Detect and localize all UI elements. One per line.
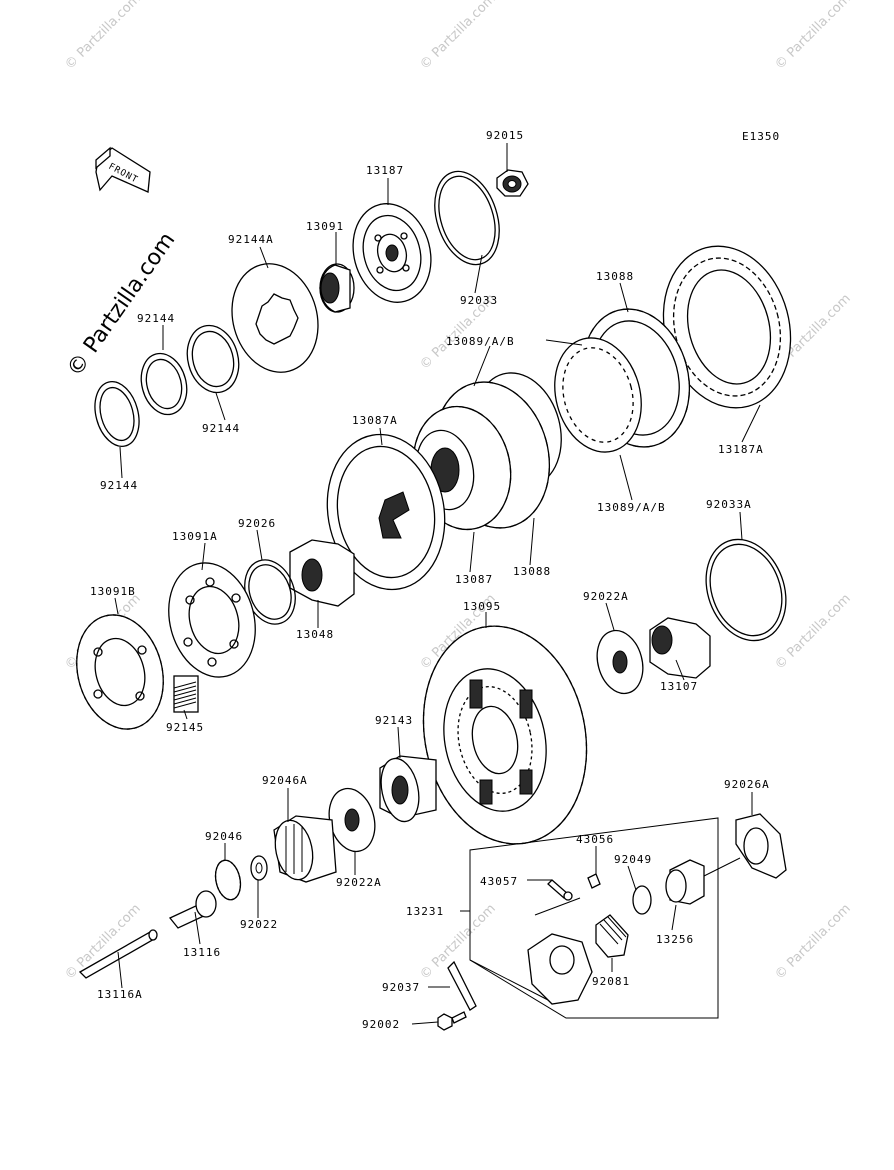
part-label: 92033A xyxy=(706,498,752,511)
bearing-13091 xyxy=(319,263,355,313)
collar-92143 xyxy=(379,755,437,823)
clamp-92037 xyxy=(447,960,477,1011)
collar-13107 xyxy=(649,617,711,679)
part-label: 92037 xyxy=(382,981,420,994)
part-label: 92049 xyxy=(614,853,652,866)
part-label: 92145 xyxy=(166,721,204,734)
part-label: 92144 xyxy=(137,312,175,325)
part-label: 13231 xyxy=(406,905,444,918)
washer-92022A-bottom xyxy=(328,787,376,853)
part-label: 43056 xyxy=(576,833,614,846)
watermark: © Partzilla.com xyxy=(772,901,854,983)
washer-92144-b xyxy=(140,352,188,416)
boot-92081 xyxy=(595,914,629,958)
part-label: 13187 xyxy=(366,164,404,177)
part-label: 13088 xyxy=(513,565,551,578)
part-label: 13091A xyxy=(172,530,218,543)
clutch-housing-13095 xyxy=(422,625,588,845)
plate-13091A xyxy=(168,562,256,678)
pressure-plate-13187 xyxy=(352,203,432,303)
part-label: 92015 xyxy=(486,129,524,142)
part-label: 92144A xyxy=(228,233,274,246)
watermark: © Partzilla.com xyxy=(772,591,854,673)
washer-92022 xyxy=(250,855,268,881)
part-label: 92022A xyxy=(583,590,629,603)
o-ring-92049 xyxy=(632,885,652,915)
part-label: 13107 xyxy=(660,680,698,693)
part-label: 92022 xyxy=(240,918,278,931)
washer-92144-a xyxy=(186,324,240,394)
part-label: 92144 xyxy=(100,479,138,492)
nut-92015 xyxy=(496,169,529,197)
part-label: 13089/A/B xyxy=(597,501,666,514)
washer-92144-c xyxy=(94,381,140,447)
part-label: 13095 xyxy=(463,600,501,613)
part-label: 13087A xyxy=(352,414,398,427)
part-label: 13116A xyxy=(97,988,143,1001)
part-label: 92022A xyxy=(336,876,382,889)
part-label: 13089/A/B xyxy=(446,335,515,348)
clutch-plate-13087A xyxy=(326,433,446,591)
part-label: 92002 xyxy=(362,1018,400,1031)
part-label: 13091 xyxy=(306,220,344,233)
diagram-code: E1350 xyxy=(742,130,780,143)
gasket-92026A xyxy=(735,813,787,879)
seal-13256 xyxy=(665,859,705,905)
leader-lines xyxy=(114,143,761,1025)
part-label: 92046 xyxy=(205,830,243,843)
release-cylinder-13231 xyxy=(527,933,593,1005)
part-label: 13087 xyxy=(455,573,493,586)
part-label: 92026 xyxy=(238,517,276,530)
bearing-92046 xyxy=(214,859,242,901)
part-label: 13088 xyxy=(596,270,634,283)
part-label: 92026A xyxy=(724,778,770,791)
part-label: 92144 xyxy=(202,422,240,435)
holder-13048 xyxy=(289,539,355,607)
steel-plate-13089-front xyxy=(554,337,642,453)
lever-43057 xyxy=(547,879,573,901)
brand-logo-text: © Partzilla.com xyxy=(62,228,180,381)
front-arrow-icon: FRONT xyxy=(95,146,151,193)
part-label: 13256 xyxy=(656,933,694,946)
push-rod-13116 xyxy=(168,890,217,929)
watermark: © Partzilla.com xyxy=(62,0,144,73)
part-label: 43057 xyxy=(480,875,518,888)
washer-plate-92144A xyxy=(231,263,319,373)
needle-bearing-92046A xyxy=(273,815,337,883)
part-label: 92143 xyxy=(375,714,413,727)
circlip-92033 xyxy=(434,170,500,266)
bolt-92002 xyxy=(437,1011,467,1031)
part-label: 13091B xyxy=(90,585,136,598)
plate-13091B xyxy=(76,614,164,730)
friction-plate-13187A xyxy=(662,245,792,409)
circlip-92033A xyxy=(705,538,787,642)
spring-92145 xyxy=(173,675,199,713)
washer-92022A-top xyxy=(596,629,644,695)
part-label: 13187A xyxy=(718,443,764,456)
watermark: © Partzilla.com xyxy=(417,0,499,73)
watermark: © Partzilla.com xyxy=(772,0,854,73)
part-label: 92046A xyxy=(262,774,308,787)
part-label: 13048 xyxy=(296,628,334,641)
part-label: 13116 xyxy=(183,946,221,959)
part-labels: 92015 13187 92033 92144A 13091 92144 921… xyxy=(90,129,770,1031)
part-label: 92081 xyxy=(592,975,630,988)
part-label: 92033 xyxy=(460,294,498,307)
bleeder-43056 xyxy=(587,873,601,889)
